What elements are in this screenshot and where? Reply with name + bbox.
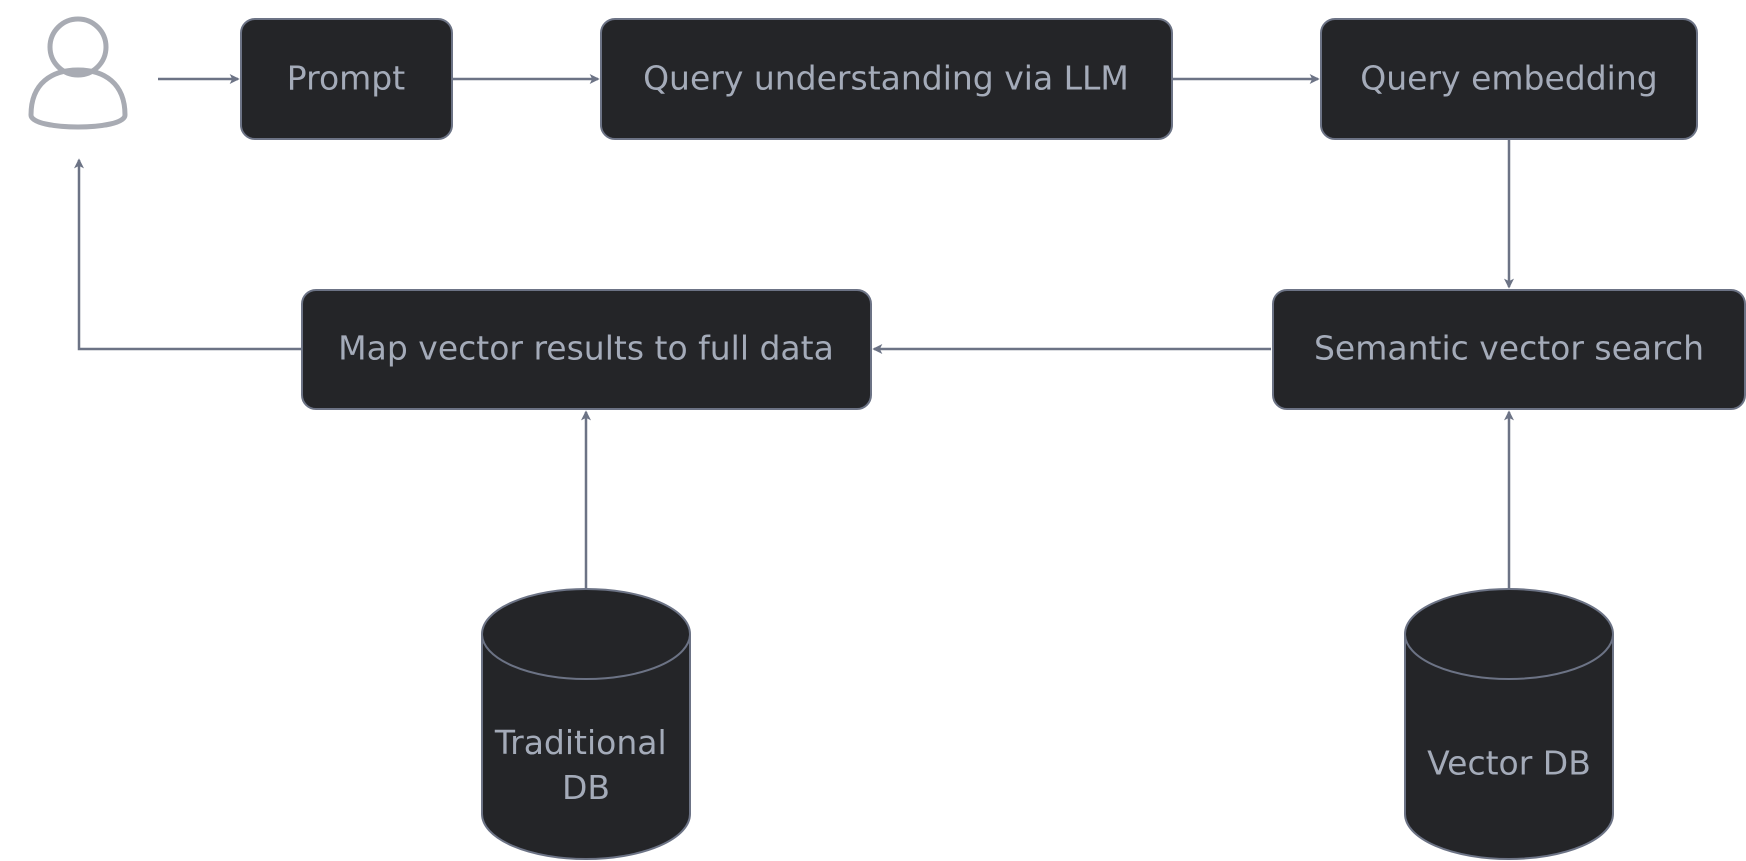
user-icon	[28, 16, 128, 130]
node-query-understanding-label: Query understanding via LLM	[643, 59, 1129, 98]
edge-map-results-to-user	[74, 158, 301, 351]
node-query-embedding-label: Query embedding	[1360, 59, 1657, 98]
node-query-understanding: Query understanding via LLM	[600, 18, 1173, 140]
edges	[74, 74, 1514, 588]
node-map-results: Map vector results to full data	[301, 289, 872, 410]
node-map-results-label: Map vector results to full data	[338, 329, 834, 368]
node-semantic-search-label: Semantic vector search	[1314, 329, 1704, 368]
node-traditional-db: Traditional DB	[481, 588, 691, 860]
node-traditional-db-label-line-2: DB	[562, 768, 610, 807]
node-traditional-db-label: Traditional DB	[494, 723, 677, 807]
node-vector-db: Vector DB	[1404, 588, 1614, 860]
node-semantic-search: Semantic vector search	[1272, 289, 1746, 410]
node-prompt: Prompt	[240, 18, 453, 140]
node-vector-db-label: Vector DB	[1427, 744, 1591, 783]
node-traditional-db-label-line-1: Traditional	[494, 723, 667, 762]
node-query-embedding: Query embedding	[1320, 18, 1698, 140]
node-prompt-label: Prompt	[287, 59, 405, 98]
